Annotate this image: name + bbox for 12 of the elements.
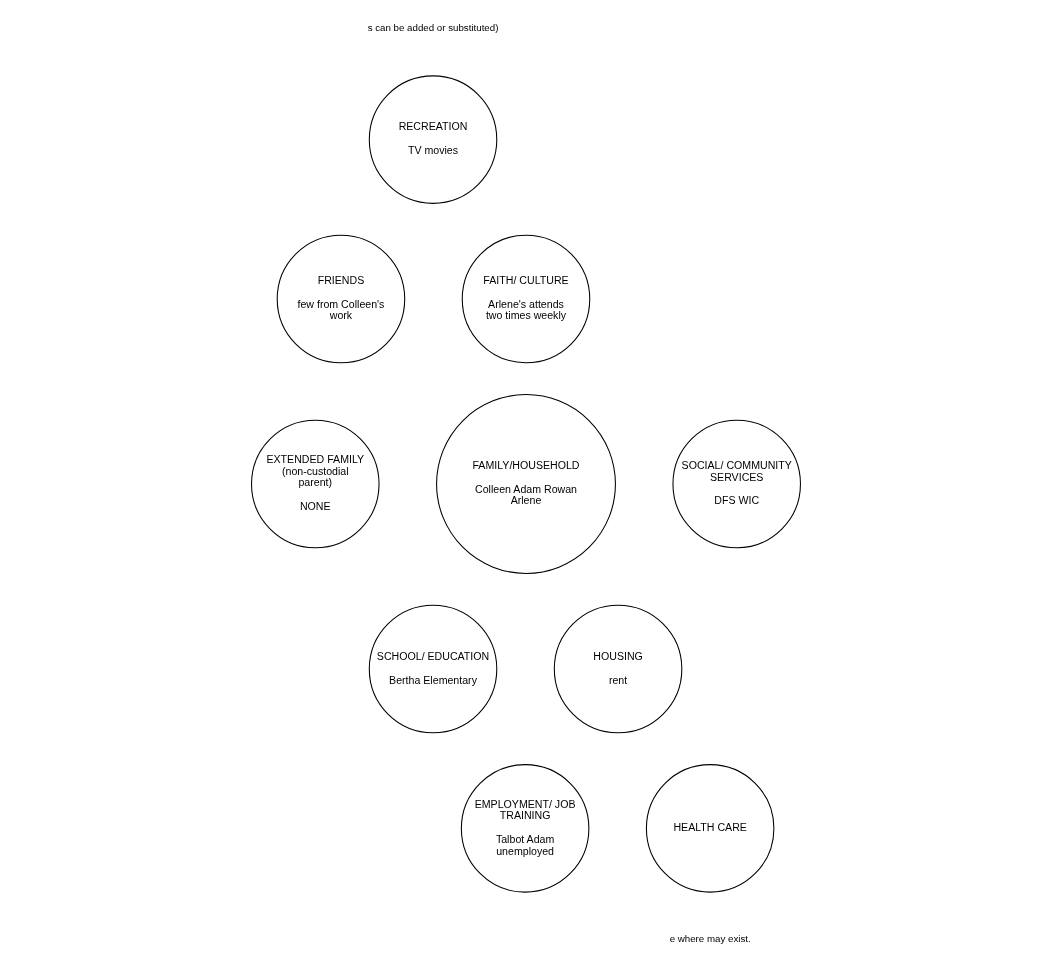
node-circle: SCHOOL/ EDUCATION Bertha Elementary [368,604,497,734]
node-circle: RECREATION TV movies [368,75,497,204]
node-circle: FAMILY/HOUSEHOLD Colleen Adam Rowan Arlene [435,394,616,574]
node-circle: FRIENDS few from Colleen's work [276,234,405,364]
node-circle: HEALTH CARE [645,764,774,893]
node-circle: SOCIAL/ COMMUNITY SERVICES DFS WIC [671,419,801,549]
node-circle: HOUSING rent [553,604,682,734]
node-circle: EXTENDED FAMILY (non-custodial parent) NONE [250,419,380,549]
node-circle: EMPLOYMENT/ JOB TRAINING Talbot Adam unemployed [460,764,589,893]
label: e where may exist. [669,933,751,945]
node-circle: FAITH/ CULTURE Arlene's attends two times weekly [461,234,590,364]
label: s can be added or substituted) [367,21,498,33]
